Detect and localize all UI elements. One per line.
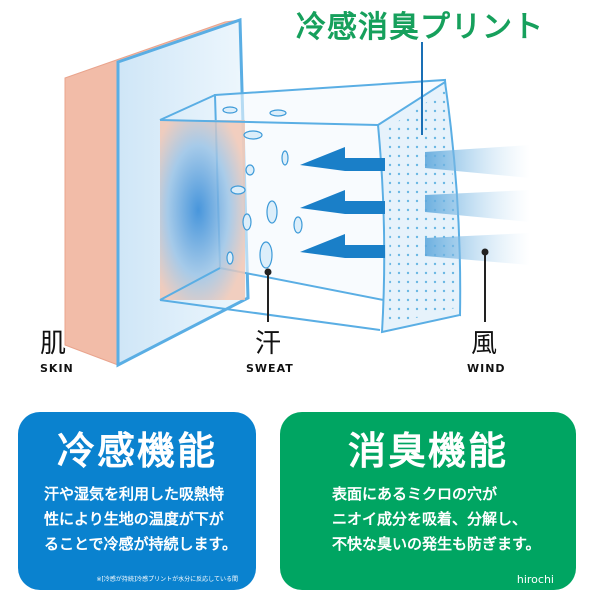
deodorizing-function-card: 消臭機能 表面にあるミクロの穴が ニオイ成分を吸着、分解し、 不快な臭いの発生も… bbox=[280, 412, 576, 590]
fabric-edge bbox=[159, 94, 216, 121]
card-line: 汗や湿気を利用した吸熱特 bbox=[44, 485, 225, 503]
wind-label-en: WIND bbox=[467, 362, 506, 375]
fabric-edge bbox=[159, 299, 381, 331]
card-line: ニオイ成分を吸着、分解し、 bbox=[332, 510, 528, 528]
fabric-edge bbox=[159, 119, 379, 126]
card-line: ることで冷感が持続します。 bbox=[44, 535, 238, 553]
card-line: 不快な臭いの発生も防ぎます。 bbox=[332, 535, 541, 553]
sweat-droplets bbox=[222, 106, 303, 269]
card-line: 表面にあるミクロの穴が bbox=[332, 485, 498, 503]
skin-label: 肌 bbox=[40, 329, 67, 359]
card-body: 汗や湿気を利用した吸熱特 性により生地の温度が下が ることで冷感が持続します。 bbox=[44, 482, 237, 557]
card-line: 性により生地の温度が下が bbox=[44, 510, 224, 528]
sweat-patch bbox=[160, 120, 245, 300]
wind-label: 風 bbox=[471, 329, 498, 359]
fabric-edge bbox=[159, 267, 221, 301]
sweat-label-en: SWEAT bbox=[246, 362, 294, 375]
print-dots bbox=[385, 90, 456, 325]
cooling-function-card: 冷感機能 汗や湿気を利用した吸熱特 性により生地の温度が下が ることで冷感が持続… bbox=[18, 412, 256, 590]
card-title: 消臭機能 bbox=[347, 429, 508, 473]
sweat-label: 汗 bbox=[255, 329, 282, 359]
skin-label-en: SKIN bbox=[40, 362, 74, 375]
wind-beams bbox=[425, 145, 530, 265]
card-title: 冷感機能 bbox=[56, 429, 217, 473]
card-body: 表面にあるミクロの穴が ニオイ成分を吸着、分解し、 不快な臭いの発生も防ぎます。 bbox=[332, 482, 541, 557]
product-title: 冷感消臭プリント bbox=[296, 10, 544, 45]
fabric-diagram bbox=[64, 17, 530, 368]
watermark: hirochi bbox=[516, 573, 554, 586]
airflow-arrows bbox=[300, 147, 385, 258]
footnote: ※[冷感が持続]冷感プリントが水分に反応している間 bbox=[96, 576, 238, 583]
